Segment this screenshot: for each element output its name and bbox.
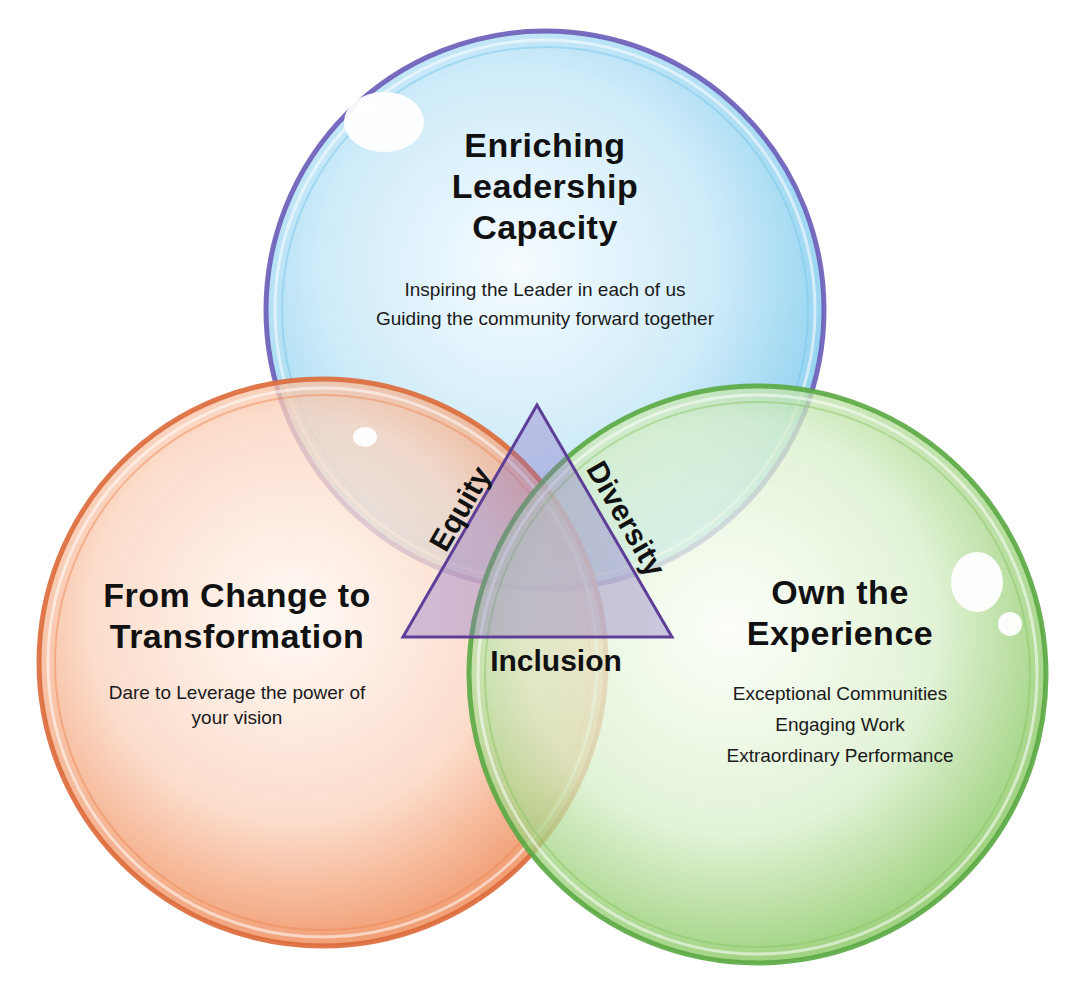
bubble-title: From Change to Transformation: [67, 575, 407, 657]
value-label: Inclusion: [490, 644, 622, 677]
bubble-title: Own the Experience: [700, 572, 980, 654]
bubble-tagline: Extraordinary Performance: [690, 744, 990, 769]
bubble-tagline: Dare to Leverage the power of your visio…: [100, 681, 375, 730]
bubble-tagline: Exceptional Communities: [690, 682, 990, 707]
bubble-title: Enriching Leadership Capacity: [380, 125, 710, 247]
bubble-tagline: Engaging Work: [690, 713, 990, 738]
bubble-tagline: Inspiring the Leader in each of us: [335, 278, 755, 303]
bubble-tagline: Guiding the community forward together: [325, 307, 765, 332]
values-triangle: EquityDiversityInclusion: [380, 390, 700, 690]
